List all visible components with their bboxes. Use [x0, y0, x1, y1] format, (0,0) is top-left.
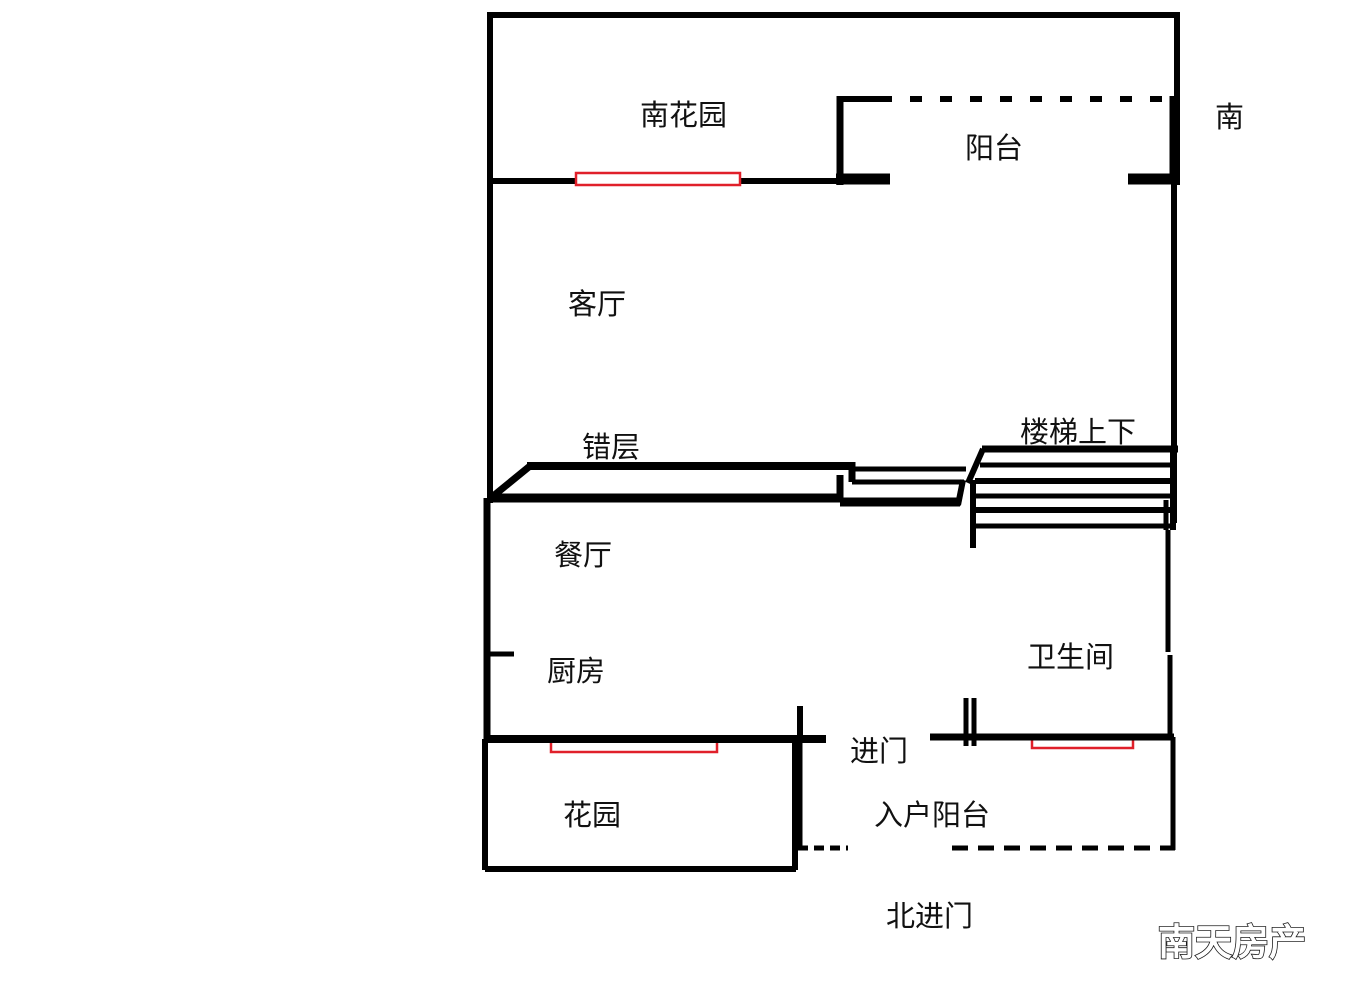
split-level-label: 错层 — [582, 430, 640, 464]
entrance-label: 进门 — [850, 734, 908, 768]
split-level-walls — [487, 462, 966, 507]
dining-room-label: 餐厅 — [554, 538, 612, 572]
watermark-logo: 南天房产 — [1158, 921, 1306, 964]
room-labels: 南花园 阳台 南 客厅 错层 楼梯上下 餐厅 厨房 卫生间 进门 花园 入户阳台… — [547, 98, 1244, 933]
stairs-label: 楼梯上下 — [1020, 415, 1136, 449]
balcony-enclosure — [836, 96, 1175, 185]
entry-balcony-label: 入户阳台 — [874, 798, 990, 832]
south-direction-label: 南 — [1215, 100, 1244, 134]
south-garden-label: 南花园 — [640, 98, 727, 132]
living-room-label: 客厅 — [568, 287, 626, 321]
outer-walls — [487, 12, 1180, 523]
bathroom-label: 卫生间 — [1027, 640, 1114, 674]
garden-label: 花园 — [563, 798, 621, 832]
north-entrance-label: 北进门 — [886, 899, 973, 933]
south-garden-window — [574, 171, 742, 187]
staircase — [965, 445, 1178, 548]
lower-walls — [483, 498, 1174, 746]
entry-balcony-walls — [797, 737, 1176, 851]
kitchen-label: 厨房 — [547, 654, 605, 688]
garden-walls — [482, 739, 798, 872]
balcony-label: 阳台 — [965, 131, 1023, 165]
